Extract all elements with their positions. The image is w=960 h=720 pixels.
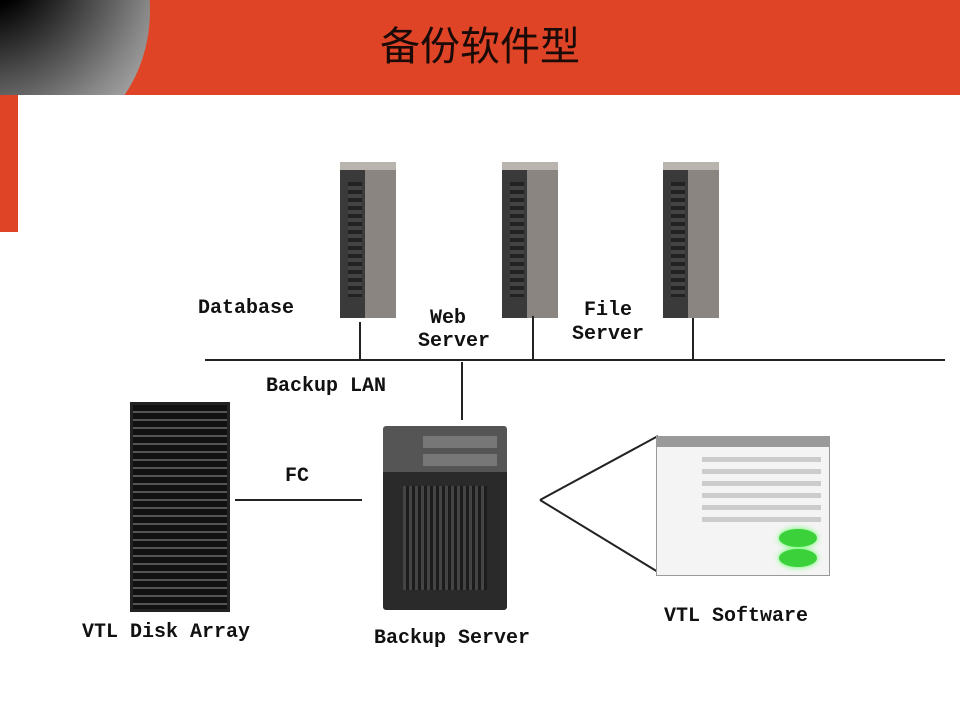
file-server-link — [692, 318, 694, 360]
backup-server-icon — [383, 426, 507, 610]
web-server-icon — [502, 162, 558, 318]
database-link — [359, 322, 361, 360]
database-server-icon — [340, 162, 396, 318]
label-backup-server: Backup Server — [374, 627, 531, 650]
web-server-link — [532, 316, 534, 360]
label-database: Database — [198, 297, 295, 320]
vtl-disk-array-icon — [130, 402, 230, 612]
header-band: 备份软件型 — [0, 0, 960, 95]
vtl-software-screenshot — [656, 436, 830, 576]
label-file-server: Server — [572, 323, 645, 346]
file-server-icon — [663, 162, 719, 318]
label-vtl-disk-array: VTL Disk Array — [82, 621, 251, 644]
slide-title: 备份软件型 — [380, 24, 580, 70]
label-web: Web — [430, 307, 467, 330]
corner-decoration — [0, 0, 150, 95]
label-file: File — [584, 299, 633, 322]
label-web-server: Server — [418, 330, 491, 353]
label-vtl-software: VTL Software — [664, 605, 809, 628]
backup-server-link — [461, 362, 463, 420]
fc-link — [235, 499, 362, 501]
backup-lan-line — [205, 359, 945, 361]
label-fc: FC — [285, 465, 310, 488]
label-backup-lan: Backup LAN — [266, 375, 387, 398]
side-strip — [0, 95, 18, 232]
